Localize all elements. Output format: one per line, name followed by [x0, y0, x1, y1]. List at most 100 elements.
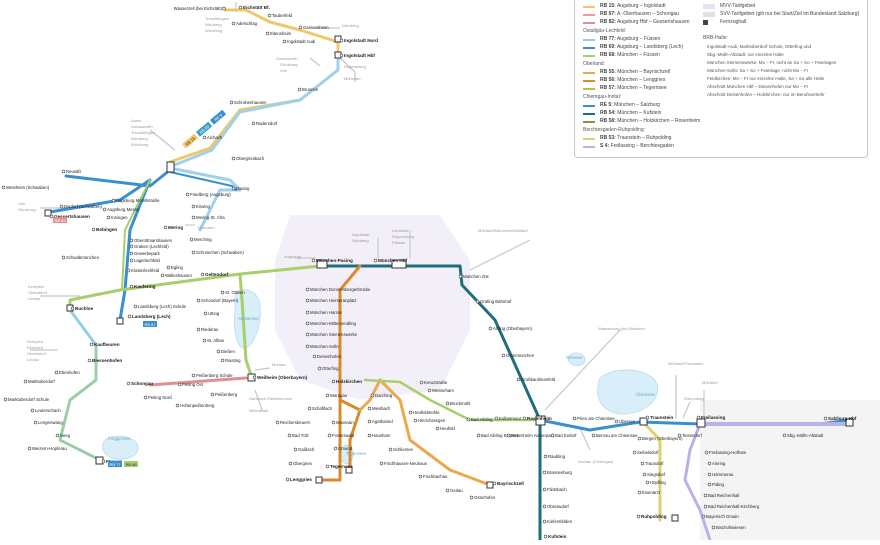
station-dot-schondorf[interactable] [196, 298, 201, 303]
station-label-teisendorf[interactable]: Teisendorf [682, 433, 703, 438]
station-label-schliersee[interactable]: Schliersee [393, 447, 414, 452]
station-dot-siemenswerke[interactable] [305, 332, 310, 337]
station-label-wasserzell[interactable]: Wasserzell (bei Eichstätt) [174, 6, 223, 11]
station-dot-buchloe[interactable] [70, 306, 75, 311]
station-dot-schmiechen[interactable] [191, 250, 196, 255]
station-label-inningen[interactable]: Inningen [111, 215, 128, 220]
station-label-muenchen-hbf[interactable]: München Hbf [378, 258, 408, 263]
station-dot-westheim[interactable] [1, 185, 6, 190]
station-dot-eichstaett[interactable] [238, 5, 243, 10]
station-label-diedorf[interactable]: Diedorf (Schwaben) [64, 204, 103, 209]
station-marker-augsburg-hbf[interactable] [166, 161, 175, 173]
station-dot-prien[interactable] [572, 416, 577, 421]
station-dot-ingolstadt-nord[interactable] [339, 38, 344, 43]
station-label-eichstaett[interactable]: Eichstätt Bf. [243, 5, 270, 10]
station-label-biessenhofen[interactable]: Biessenhofen [92, 358, 122, 363]
station-label-forggensee[interactable]: Forggensee [108, 436, 132, 441]
station-label-fischhausen-neuhaus[interactable]: Fischhausen-Neuhaus [384, 461, 427, 466]
station-marker-landsberg[interactable] [116, 317, 124, 325]
station-label-raisting[interactable]: Raisting [225, 358, 241, 363]
station-dot-raubling[interactable] [543, 454, 548, 459]
station-label-kaufbeuren[interactable]: Kaufbeuren [94, 342, 120, 347]
station-dot-grosskarolinenfeld[interactable] [516, 377, 521, 382]
station-dot-bergen[interactable] [637, 436, 642, 441]
station-label-deisenhofen[interactable]: Deisenhofen [317, 354, 342, 359]
station-dot-weizern[interactable] [27, 446, 32, 451]
station-dot-traunstein[interactable] [645, 415, 650, 420]
station-dot-schrobenhausen[interactable] [229, 100, 234, 105]
station-label-uebersee[interactable]: Übersee [619, 419, 636, 424]
station-dot-peiting-nord[interactable] [143, 395, 148, 400]
station-label-ebenhofen[interactable]: Ebenhofen [59, 370, 80, 375]
station-label-raubling[interactable]: Raubling [548, 454, 566, 459]
station-dot-uebersee[interactable] [614, 419, 619, 424]
station-label-freilassing[interactable]: Freilassing [701, 415, 725, 420]
station-label-osterhofen[interactable]: Osterhofen [474, 495, 496, 500]
station-dot-lagerlechfeld[interactable] [129, 258, 134, 263]
station-dot-fuessen[interactable] [101, 459, 106, 464]
station-label-mering[interactable]: Mering [168, 225, 183, 230]
station-label-bernau[interactable]: Bernau am Chiemsee [596, 433, 638, 438]
station-dot-obergriesbach[interactable] [231, 156, 236, 161]
station-label-reichersbeuern[interactable]: Reichersbeuern [280, 420, 311, 425]
station-label-mering-st-afra[interactable]: Mering-St. Afra [196, 215, 225, 220]
station-label-peissenberg[interactable]: Peißenberg [215, 392, 238, 397]
station-label-weizern[interactable]: Weizern-Hopferau [32, 446, 67, 451]
station-label-schaftlach[interactable]: Schaftlach [312, 406, 333, 411]
station-label-donnersberger[interactable]: München Donnersbergerbrücke [310, 287, 371, 292]
station-dot-muenchen-pasing[interactable] [311, 258, 316, 263]
station-dot-eitensheim[interactable] [265, 31, 270, 36]
station-label-moosrain[interactable]: Moosrain [336, 420, 354, 425]
station-label-hoeplling[interactable]: Höpfling [650, 480, 666, 485]
station-label-otterfing[interactable]: Otterfing [322, 366, 339, 371]
station-dot-huglfing[interactable] [175, 403, 180, 408]
station-dot-grafing[interactable] [475, 299, 480, 304]
station-dot-muenchen-hbf[interactable] [373, 258, 378, 263]
station-dot-bobingen[interactable] [91, 227, 96, 232]
station-dot-osterhofen[interactable] [469, 495, 474, 500]
station-dot-klosterlechfeld[interactable] [126, 268, 131, 273]
station-label-bayrischzell[interactable]: Bayrischzell [497, 481, 524, 486]
station-label-kiefersfelden[interactable]: Kiefersfelden [547, 519, 573, 524]
station-dot-bischofswiesen[interactable] [711, 525, 716, 530]
station-dot-hammerau[interactable] [707, 472, 712, 477]
station-dot-otterfing[interactable] [317, 366, 322, 371]
station-label-traunstein[interactable]: Traunstein [650, 415, 673, 420]
station-dot-hinrichssegen[interactable] [413, 418, 418, 423]
station-label-lenggries[interactable]: Lenggries [290, 477, 312, 482]
station-marker-salzburg-hbf[interactable] [845, 418, 854, 427]
station-dot-seeg[interactable] [55, 433, 60, 438]
station-label-bayerisch-gmain[interactable]: Bayerisch Gmain [706, 514, 739, 519]
station-label-grafing[interactable]: Grafing Bahnhof [480, 299, 512, 304]
station-label-freilassing-hofham[interactable]: Freilassing-Hofham [709, 450, 747, 455]
station-label-seeg[interactable]: Seeg [60, 433, 71, 438]
station-dot-gessertshausen[interactable] [49, 214, 54, 219]
station-dot-marktoberdorf-schule[interactable] [3, 397, 8, 402]
station-dot-diedorf[interactable] [59, 204, 64, 209]
station-label-warngau[interactable]: Warngau [330, 393, 348, 398]
station-dot-adelschlag[interactable] [231, 21, 236, 26]
station-marker-lenggries[interactable] [315, 476, 323, 484]
station-dot-aßling[interactable] [488, 326, 493, 331]
station-label-bobingen[interactable]: Bobingen [96, 227, 117, 232]
station-dot-ainring[interactable] [707, 461, 712, 466]
station-label-muenchen-ost[interactable]: München Ost [463, 274, 489, 279]
station-label-lengenwang[interactable]: Lengenwang [38, 420, 63, 425]
station-label-huglfing[interactable]: Hohenpeißenberg [180, 403, 215, 408]
station-dot-leutenschach[interactable] [30, 408, 35, 413]
station-dot-landsberg[interactable] [127, 314, 132, 319]
station-marker-tegernsee[interactable] [345, 466, 353, 474]
station-label-eitensheim[interactable]: Eitensheim [270, 31, 292, 36]
station-marker-rosenheim[interactable] [535, 415, 546, 426]
station-label-ingolstadt-hbf[interactable]: Ingolstadt Hbf [344, 53, 375, 58]
station-label-augsburg-morellstr[interactable]: Augsburg Morellstraße [116, 198, 160, 203]
station-label-siemenswerke[interactable]: München Siemenswerke [310, 332, 358, 337]
station-label-diessen[interactable]: Dießen [221, 349, 235, 354]
station-label-aichach[interactable]: Aichach [207, 135, 223, 140]
station-dot-brannenburg[interactable] [542, 470, 547, 475]
station-label-bruckmuehl[interactable]: Bruckmühl [450, 401, 470, 406]
station-label-buchloe[interactable]: Buchloe [75, 306, 94, 311]
station-dot-ingolstadt-audi[interactable] [282, 39, 287, 44]
station-label-st-ottilien[interactable]: St. Ottilien [225, 290, 245, 295]
station-dot-rosenheim[interactable] [522, 416, 527, 421]
